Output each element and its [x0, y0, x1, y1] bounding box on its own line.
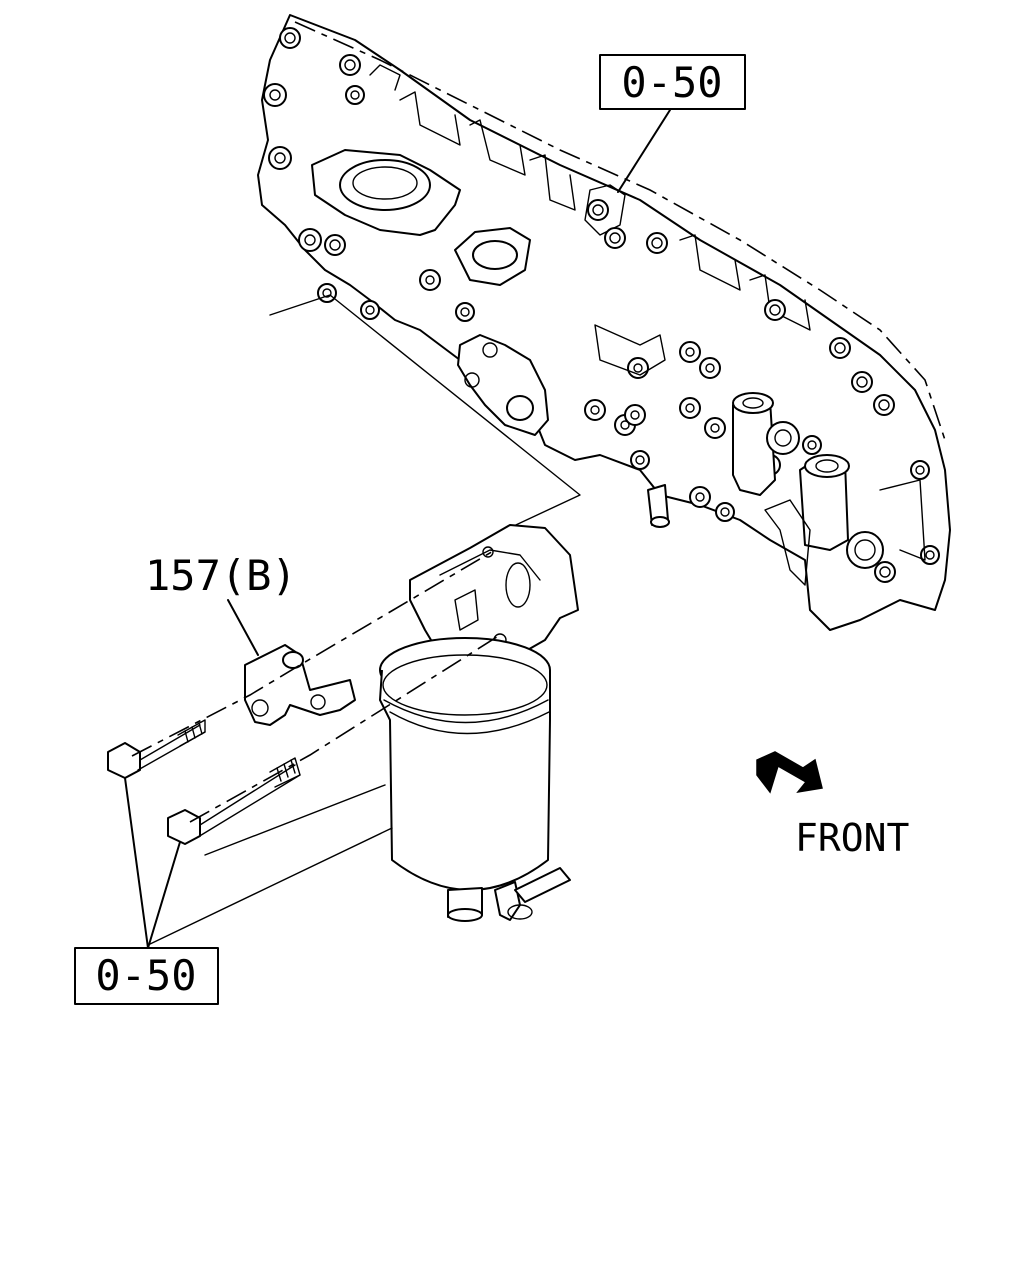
leader-line-top — [617, 109, 671, 193]
assembly-line-base — [147, 827, 393, 946]
head-bolt-bosses — [263, 27, 940, 565]
reference-label-top: 0-50 — [621, 58, 722, 107]
reference-label-bottom: 0-50 — [95, 951, 196, 1000]
mounting-bolt-lower — [167, 757, 301, 845]
leader-line-bottom-1 — [124, 777, 149, 949]
bracket-157b — [244, 644, 356, 726]
front-arrow-icon — [756, 751, 823, 794]
reference-box-top[interactable]: 0-50 — [599, 54, 746, 110]
bracket-part-label[interactable]: 157(B) — [145, 551, 297, 600]
leader-line-bracket — [227, 599, 259, 656]
fuel-filter-assembly — [379, 524, 579, 922]
leader-line-bottom-2 — [147, 841, 181, 949]
gasket-outline — [269, 294, 581, 531]
reference-box-bottom[interactable]: 0-50 — [74, 947, 219, 1005]
engine-head-assembly — [257, 14, 951, 631]
assembly-line-upper — [131, 549, 496, 757]
mounting-bolt-upper — [107, 719, 206, 779]
assembly-line-lower — [189, 634, 501, 823]
front-direction-label: FRONT — [795, 816, 909, 860]
assembly-line-bolt-filter — [204, 784, 386, 856]
